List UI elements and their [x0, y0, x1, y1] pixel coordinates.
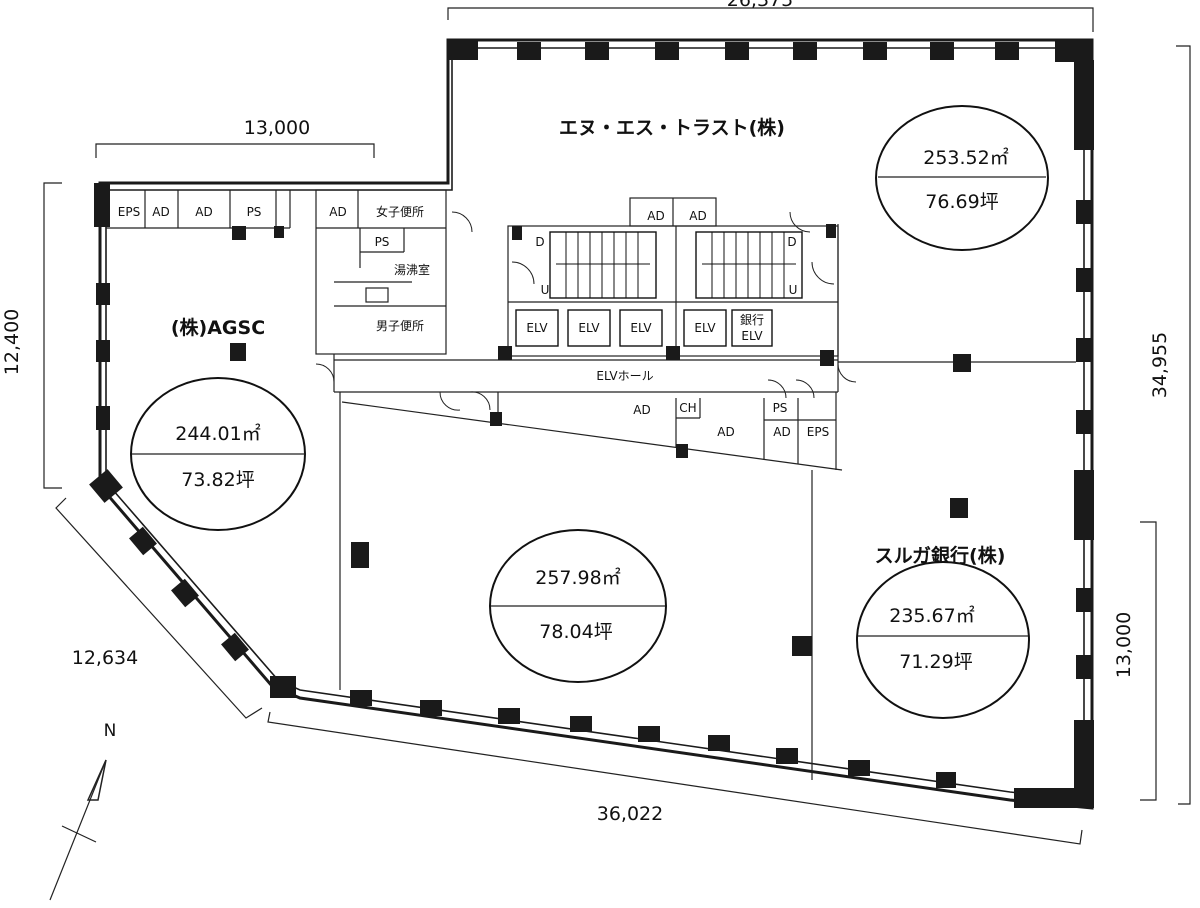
- stair-up-right: U: [789, 283, 798, 297]
- area-tsubo: 71.29坪: [899, 651, 972, 673]
- area-circle: [856, 561, 1030, 719]
- bank-elevator-label-line2: ELV: [741, 329, 763, 343]
- room-ad-1: AD: [152, 205, 169, 219]
- perimeter-columns: [89, 40, 1094, 808]
- dim-right-lower-height: 13,000: [1113, 612, 1135, 678]
- room-ad-top-2: AD: [689, 209, 706, 223]
- room-ad-lower-3: AD: [773, 425, 790, 439]
- dim-bottom-width: 36,022: [597, 803, 663, 825]
- bank-elevator-label-line1: 銀行: [740, 313, 764, 327]
- room-eps-right: EPS: [807, 425, 829, 439]
- room-ad-top-1: AD: [647, 209, 664, 223]
- dim-left-top-width: 13,000: [244, 117, 310, 139]
- stair-treads: [556, 232, 796, 298]
- room-ad-3: AD: [329, 205, 346, 219]
- elevators: [515, 309, 773, 347]
- tenant-name: エヌ・エス・トラスト(株): [559, 116, 785, 139]
- room-ch: CH: [679, 401, 696, 415]
- dim-top-width: 26,375: [727, 0, 793, 11]
- tenant-nst: エヌ・エス・トラスト(株) 253.52㎡ 76.69坪: [559, 105, 1049, 251]
- room-ad-lower-1: AD: [633, 403, 650, 417]
- elevator-hall-label: ELVホール: [596, 369, 653, 383]
- area-tsubo: 73.82坪: [181, 469, 254, 491]
- interior-columns: [230, 224, 971, 656]
- north-arrow: N: [49, 721, 117, 901]
- tenant-center: 257.98㎡ 78.04坪: [489, 529, 667, 683]
- room-ps-3: PS: [773, 401, 788, 415]
- interior-walls: [106, 189, 1076, 780]
- room-womens-toilet: 女子便所: [376, 204, 424, 219]
- area-tsubo: 76.69坪: [925, 191, 998, 213]
- room-mens-toilet: 男子便所: [376, 319, 424, 333]
- dim-left-diagonal: 12,634: [72, 647, 138, 669]
- tenant-suruga: スルガ銀行(株) 235.67㎡ 71.29坪: [856, 544, 1030, 719]
- elevator-1-label: ELV: [526, 321, 548, 335]
- area-m2: 253.52㎡: [923, 146, 1008, 169]
- area-m2: 235.67㎡: [889, 604, 974, 627]
- room-eps-left: EPS: [118, 205, 140, 219]
- stair-down-left: D: [535, 235, 544, 249]
- area-circle: [875, 105, 1049, 251]
- north-arrow-icon: [86, 759, 107, 801]
- room-ps-1: PS: [247, 205, 262, 219]
- room-ad-2: AD: [195, 205, 212, 219]
- dimension-lines: 26,375 13,000 12,400 34,955 13,000 12,63…: [1, 0, 1191, 845]
- dim-right-height: 34,955: [1149, 332, 1171, 398]
- tenant-name: スルガ銀行(株): [875, 544, 1006, 567]
- stair-up-left: U: [541, 283, 550, 297]
- room-ad-lower-2: AD: [717, 425, 734, 439]
- elevator-3-label: ELV: [630, 321, 652, 335]
- dim-left-height: 12,400: [1, 309, 23, 375]
- area-m2: 257.98㎡: [535, 566, 620, 589]
- tenant-agsc: (株)AGSC 244.01㎡ 73.82坪: [130, 316, 306, 531]
- tenant-name: (株)AGSC: [171, 316, 265, 339]
- elevator-2-label: ELV: [578, 321, 600, 335]
- room-ps-2: PS: [375, 235, 390, 249]
- north-label: N: [104, 721, 117, 741]
- stair-down-right: D: [787, 235, 796, 249]
- elevator-4-label: ELV: [694, 321, 716, 335]
- room-kitchen: 湯沸室: [394, 262, 430, 277]
- area-tsubo: 78.04坪: [539, 621, 612, 643]
- room-labels: EPS AD AD PS AD 女子便所 PS 湯沸室 男子便所 AD AD D…: [118, 204, 829, 439]
- door-swings: [315, 211, 857, 411]
- area-m2: 244.01㎡: [175, 422, 260, 445]
